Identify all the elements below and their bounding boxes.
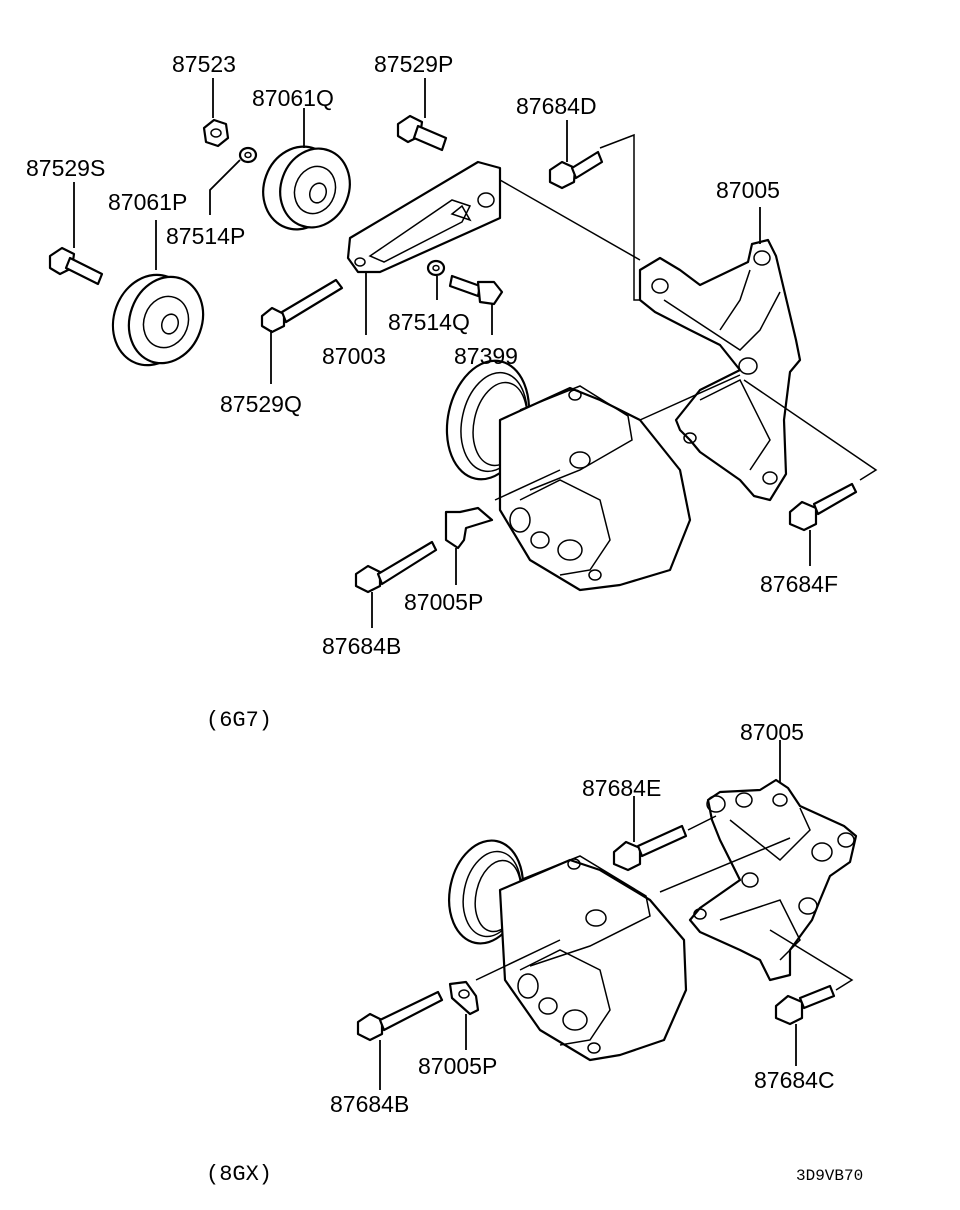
pulley-87061p-icon [111,273,205,367]
caption-6g7: (6G7) [206,708,272,733]
label-87005-6g7: 87005 [716,177,780,203]
label-87529q: 87529Q [220,391,302,417]
label-87684b-8gx: 87684B [330,1091,409,1117]
ac-compressor-8gx-icon [448,839,688,1062]
bolt-87684b-6g7-icon [354,540,438,594]
assembly-6g7 [48,78,878,628]
label-87399: 87399 [454,343,518,369]
nut-87523-icon [202,118,230,148]
mounting-bracket-87005-icon [638,238,802,502]
label-87529p: 87529P [374,51,453,77]
label-87061p: 87061P [108,189,187,215]
label-87684e: 87684E [582,775,661,801]
assembly-8gx [356,740,858,1090]
pulley-87061q-icon [262,145,351,231]
ac-compressor-6g7-icon [445,359,692,592]
bolt-87529q-icon [260,278,344,334]
bolt-87684e-icon [612,824,688,872]
mounting-bracket-87005-8gx-icon [688,778,858,982]
label-87684c: 87684C [754,1067,835,1093]
bolt-87684c-icon [774,984,836,1026]
label-87514q: 87514Q [388,309,470,335]
bracket-87005p-8gx-icon [448,980,480,1016]
bolt-87684d-icon [548,150,604,190]
label-87061q: 87061Q [252,85,334,111]
bolt-87529s-icon [48,246,104,286]
label-87005p-8gx: 87005P [418,1053,497,1079]
label-87684b-6g7: 87684B [322,633,401,659]
bolt-87684f-icon [788,482,858,532]
washer-87514p-icon [238,146,258,164]
bracket-87005p-6g7-icon [444,506,494,550]
label-87005-8gx: 87005 [740,719,804,745]
label-87684d: 87684D [516,93,597,119]
label-87684f: 87684F [760,571,838,597]
label-87523: 87523 [172,51,236,77]
caption-8gx: (8GX) [206,1162,272,1187]
bracket-arm-87003-icon [346,160,502,274]
label-87005p-6g7: 87005P [404,589,483,615]
label-87003: 87003 [322,343,386,369]
drawing-code: 3D9VB70 [796,1167,863,1185]
bolt-87399-icon [448,274,504,306]
label-87514p: 87514P [166,223,245,249]
bolt-87684b-8gx-icon [356,990,444,1042]
bolt-87529p-icon [396,114,448,152]
washer-87514q-icon [426,259,446,277]
label-87529s: 87529S [26,155,105,181]
